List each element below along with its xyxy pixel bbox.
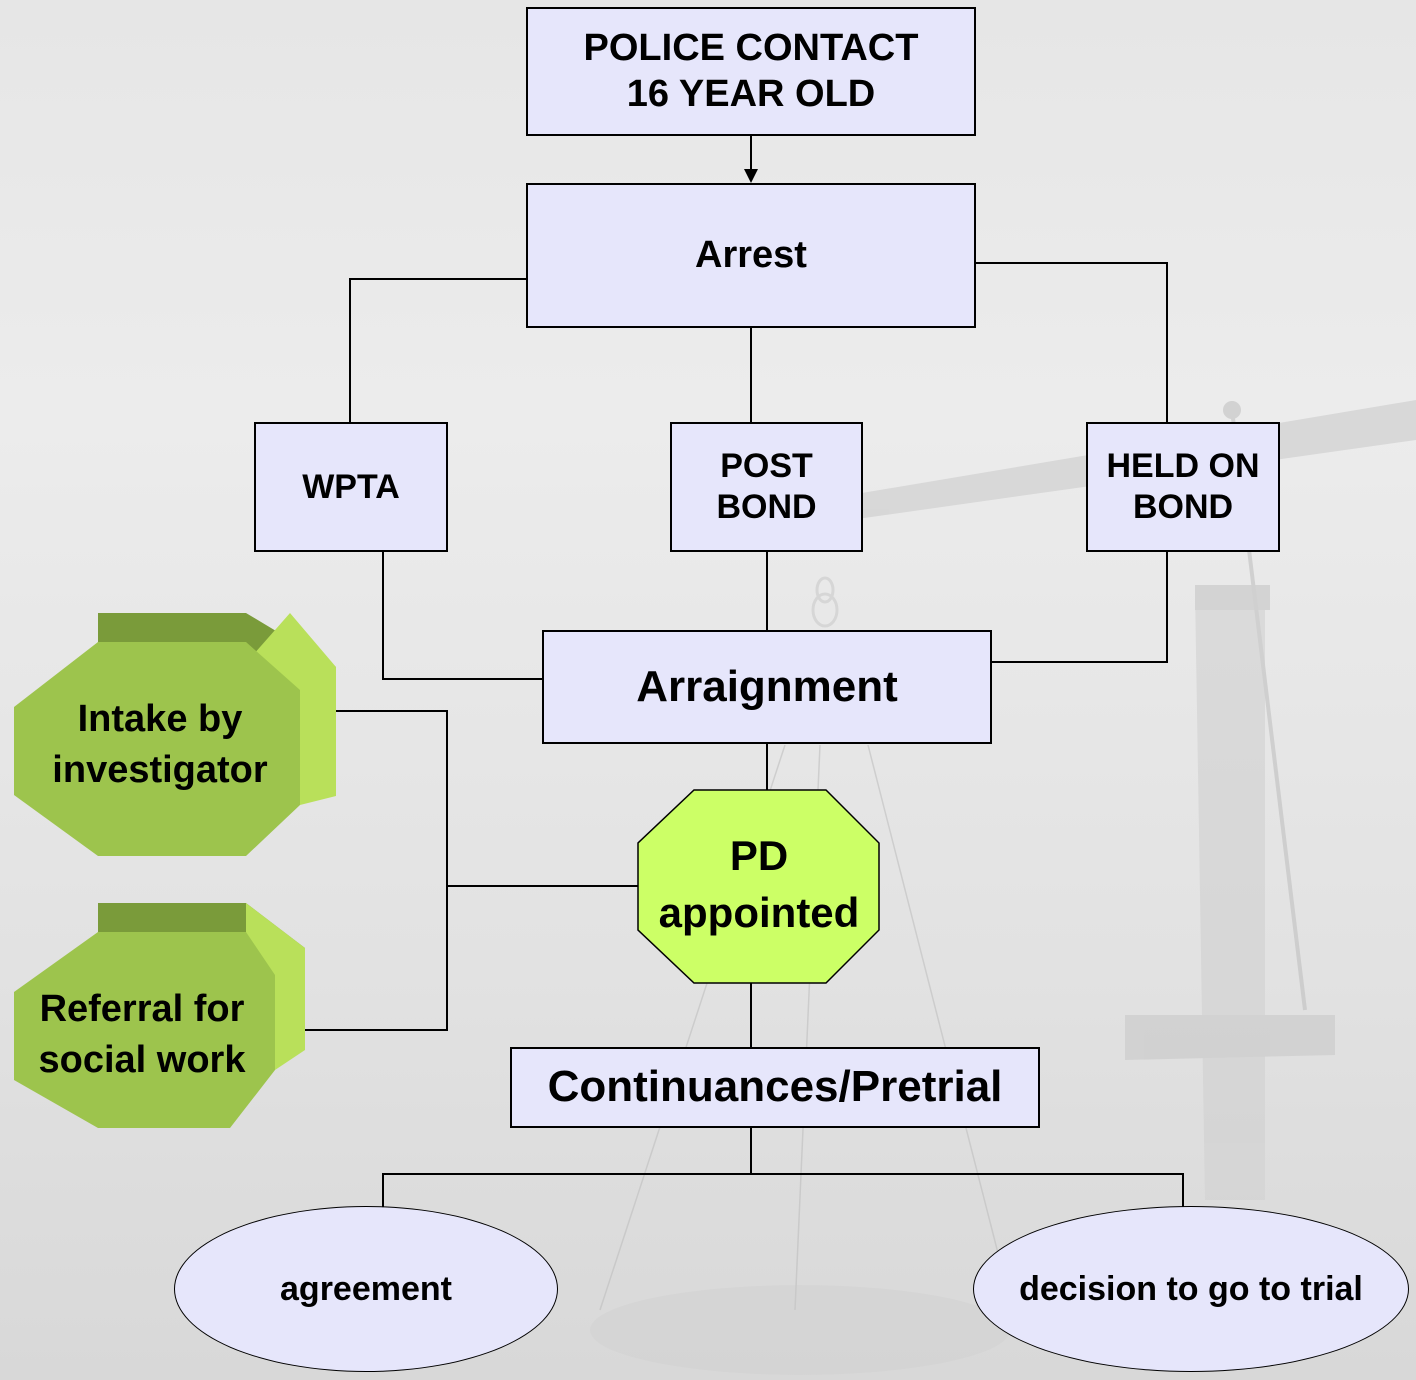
post-bond-box: POST BOND [670,422,863,552]
pd-octagon-shape [637,789,880,984]
arrest-box: Arrest [526,183,976,328]
intake-octagon-shape [14,613,336,856]
arrow-head [744,169,758,183]
connector-arrest-held [975,262,1168,423]
agreement-ellipse: agreement [174,1206,558,1372]
pd-appointed-label: PD appointed [658,832,860,936]
held-on-bond-box: HELD ON BOND [1086,422,1280,552]
intake-label: Intake by investigator [52,697,268,791]
referral-label: Referral for social work [38,987,246,1081]
connector-branch [382,1173,1184,1207]
police-contact-box: POLICE CONTACT 16 YEAR OLD [526,7,976,136]
referral-octagon-shape [14,903,305,1128]
connectors [303,135,1184,1207]
decision-ellipse: decision to go to trial [973,1206,1409,1372]
connector-intake [303,710,448,1031]
connector-arrest-wpta [349,278,527,423]
connector-held-arraignment [991,551,1168,663]
connector-wpta-arraignment [382,551,543,680]
continuances-box: Continuances/Pretrial [510,1047,1040,1128]
arraignment-box: Arraignment [542,630,992,744]
wpta-box: WPTA [254,422,448,552]
